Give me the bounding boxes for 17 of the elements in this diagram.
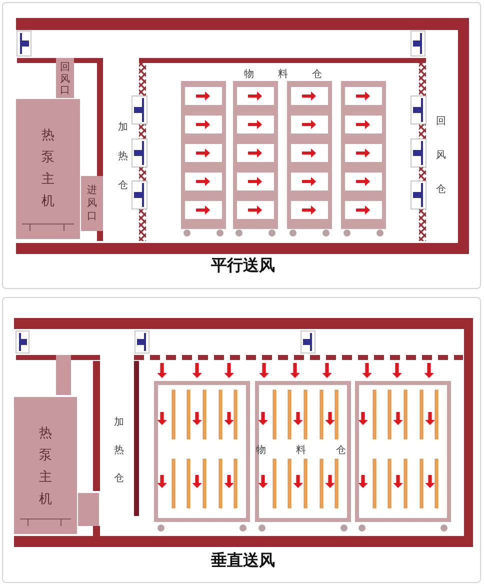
unit-label: 回风口 <box>60 62 70 96</box>
unit-label: 热泵主机 <box>39 425 52 510</box>
unit-label: 进风口 <box>87 184 97 223</box>
panel-frame <box>2 297 481 583</box>
return-air-duct <box>56 58 74 98</box>
diagram-caption: 垂直送风 <box>211 550 275 572</box>
area-label: 加热仓 <box>114 416 124 486</box>
heat-pump-unit <box>16 99 80 239</box>
area-label: 物料仓 <box>255 444 376 457</box>
air-inlet-box <box>81 176 103 231</box>
area-label: 回风仓 <box>436 115 446 197</box>
area-label: 加热仓 <box>118 120 128 193</box>
diagram-caption: 平行送风 <box>211 256 275 276</box>
heat-pump-unit <box>14 397 77 534</box>
area-label: 物料仓 <box>243 68 346 81</box>
panel-frame <box>2 2 481 289</box>
unit-label: 热泵主机 <box>42 127 54 212</box>
